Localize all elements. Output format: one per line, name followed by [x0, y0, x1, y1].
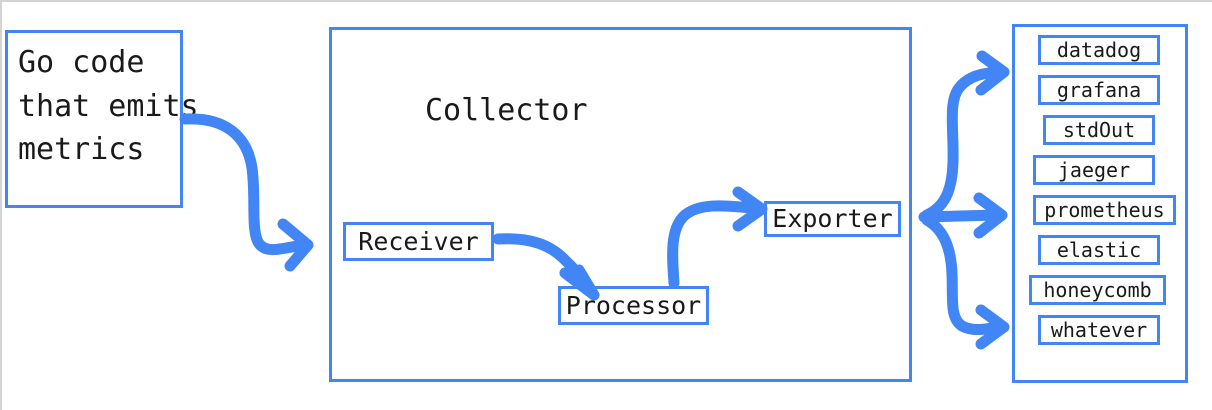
- arrow-exporter-to-destinations-upper: [921, 50, 1010, 221]
- destination-item-stdout[interactable]: stdOut: [1043, 115, 1155, 145]
- arrow-exporter-to-destinations-middle: [918, 192, 1008, 239]
- destination-label: grafana: [1056, 77, 1142, 102]
- destinations-panel: datadog grafana stdOut jaeger prometheus…: [1012, 24, 1188, 383]
- destination-item-jaeger[interactable]: jaeger: [1033, 155, 1155, 185]
- destination-item-whatever[interactable]: whatever: [1038, 315, 1160, 345]
- destination-item-datadog[interactable]: datadog: [1038, 35, 1160, 65]
- source-node-label: Go code that emits metrics: [18, 45, 199, 167]
- destination-label: datadog: [1056, 37, 1142, 62]
- arrow-exporter-to-destinations-lower: [921, 214, 1010, 350]
- destination-item-prometheus[interactable]: prometheus: [1033, 195, 1176, 225]
- destination-label: jaeger: [1057, 157, 1131, 182]
- collector-title: Collector: [425, 93, 588, 128]
- receiver-label: Receiver: [358, 226, 479, 256]
- arrow-source-to-receiver: [179, 113, 314, 272]
- exporter-label: Exporter: [772, 204, 893, 234]
- destination-item-grafana[interactable]: grafana: [1038, 75, 1160, 105]
- collector-stage-processor[interactable]: Processor: [558, 286, 709, 325]
- destination-label: elastic: [1056, 237, 1142, 262]
- destination-item-elastic[interactable]: elastic: [1038, 235, 1160, 265]
- destination-label: stdOut: [1062, 117, 1136, 142]
- destination-label: whatever: [1050, 317, 1148, 342]
- source-node-go-code[interactable]: Go code that emits metrics: [5, 30, 199, 208]
- destination-label: prometheus: [1044, 197, 1165, 222]
- destination-item-honeycomb[interactable]: honeycomb: [1029, 275, 1166, 305]
- collector-stage-receiver[interactable]: Receiver: [343, 222, 494, 261]
- collector-stage-exporter[interactable]: Exporter: [764, 201, 901, 237]
- processor-label: Processor: [565, 290, 702, 320]
- destination-label: honeycomb: [1043, 277, 1152, 302]
